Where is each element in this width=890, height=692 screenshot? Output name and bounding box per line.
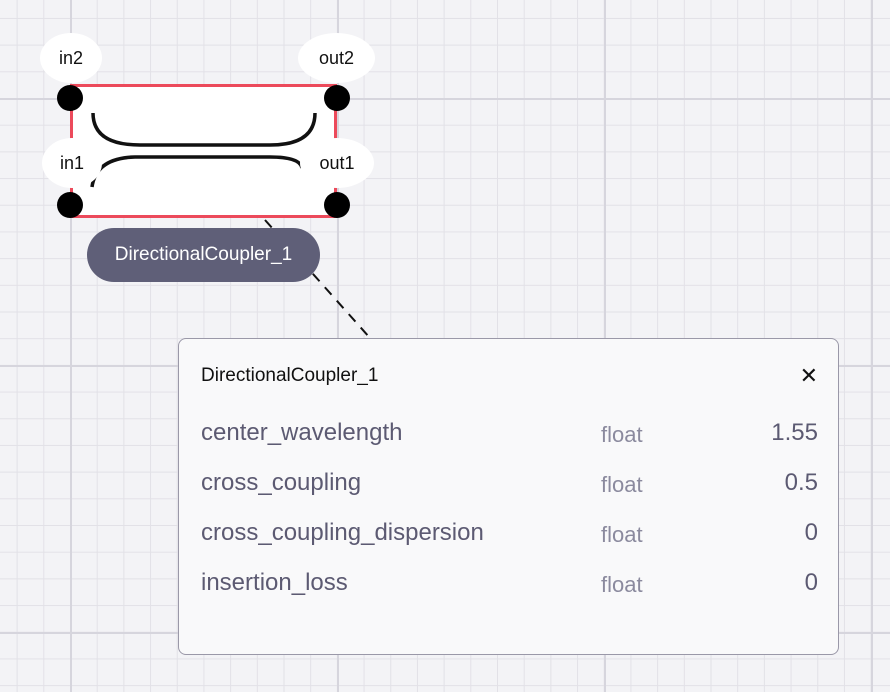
port-label-out1: out1	[300, 138, 374, 188]
param-type: float	[601, 472, 643, 497]
param-name: cross_coupling	[201, 469, 362, 496]
param-row: cross_coupling_dispersion float 0	[201, 519, 818, 549]
param-row: center_wavelength float 1.55	[201, 419, 818, 449]
param-value[interactable]: 0	[804, 569, 818, 596]
close-icon[interactable]: ✕	[799, 363, 818, 388]
lower-waveguide	[90, 155, 304, 188]
component-name-label[interactable]: DirectionalCoupler_1	[87, 228, 320, 282]
parameters-panel: DirectionalCoupler_1 ✕ center_wavelength…	[178, 338, 839, 655]
panel-title: DirectionalCoupler_1	[201, 365, 379, 386]
directional-coupler-node[interactable]	[70, 84, 337, 218]
param-row: insertion_loss float 0	[201, 569, 818, 599]
port-in2[interactable]	[57, 85, 83, 111]
param-type: float	[601, 572, 643, 597]
param-type: float	[601, 522, 643, 547]
port-out1[interactable]	[324, 192, 350, 218]
param-name: center_wavelength	[201, 419, 403, 446]
upper-waveguide	[91, 112, 317, 147]
port-out2[interactable]	[324, 85, 350, 111]
param-value[interactable]: 1.55	[771, 419, 818, 446]
param-name: insertion_loss	[201, 569, 348, 596]
port-label-in1: in1	[42, 138, 102, 188]
param-row: cross_coupling float 0.5	[201, 469, 818, 499]
param-type: float	[601, 422, 643, 447]
port-label-out2: out2	[298, 33, 375, 83]
param-value[interactable]: 0	[804, 519, 818, 546]
port-in1[interactable]	[57, 192, 83, 218]
port-label-in2: in2	[40, 33, 102, 83]
param-value[interactable]: 0.5	[784, 469, 818, 496]
param-name: cross_coupling_dispersion	[201, 519, 484, 546]
